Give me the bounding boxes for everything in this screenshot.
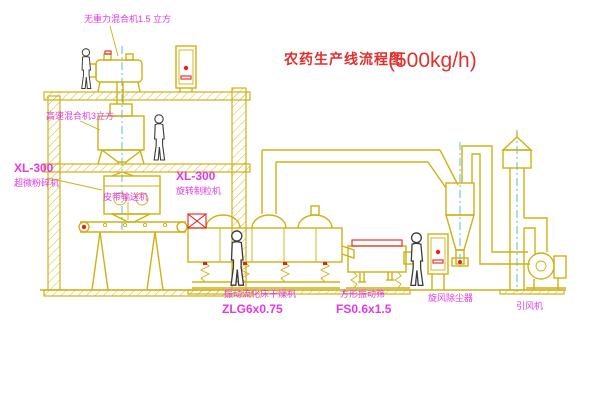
exhaust-stack	[501, 132, 533, 290]
control-cabinet-1	[175, 45, 197, 92]
person-operator-1	[81, 48, 92, 89]
label-screen-model: FS0.6x1.5	[336, 302, 392, 316]
leader-lines	[47, 25, 129, 220]
ground-line	[40, 289, 566, 297]
fluid-bed-dryer	[187, 205, 355, 289]
label-screen-name: 方形振动筛	[340, 288, 385, 299]
person-operator-4	[410, 232, 424, 286]
label-cyclone: 旋风除尘器	[428, 292, 473, 303]
label-pulverizer-model: XL-300	[14, 161, 54, 175]
exhaust-riser-duct	[261, 149, 459, 214]
label-granulator-model: XL-300	[176, 169, 216, 183]
diagram-capacity: (500kg/h)	[388, 49, 477, 72]
label-gravity-mixer: 无重力混合机1.5 立方	[84, 13, 171, 24]
person-operator-2	[153, 114, 166, 161]
gravity-mixer	[85, 50, 143, 104]
centerlines	[121, 46, 518, 292]
label-granulator-name: 旋转制粒机	[176, 185, 221, 196]
high-speed-mixer	[97, 103, 145, 177]
cyclone-separator	[445, 182, 475, 267]
outlet-duct	[461, 145, 530, 265]
diagram-title: 农药生产线流程图	[283, 51, 404, 67]
label-fan: 引风机	[516, 300, 543, 311]
control-cabinet-2	[427, 233, 449, 290]
induced-draft-fan	[524, 217, 567, 290]
label-pulverizer-name: 超微粉碎机	[14, 177, 59, 188]
label-belt-conveyor: 皮带输送机	[103, 191, 148, 202]
label-dryer-name: 振动流化床干燥机	[224, 288, 296, 299]
label-high-speed-mixer: 高速混合机3立方	[46, 110, 114, 121]
label-dryer-model: ZLG6x0.75	[222, 302, 283, 316]
vibrating-screen	[346, 239, 414, 289]
belt-conveyor	[78, 221, 188, 291]
